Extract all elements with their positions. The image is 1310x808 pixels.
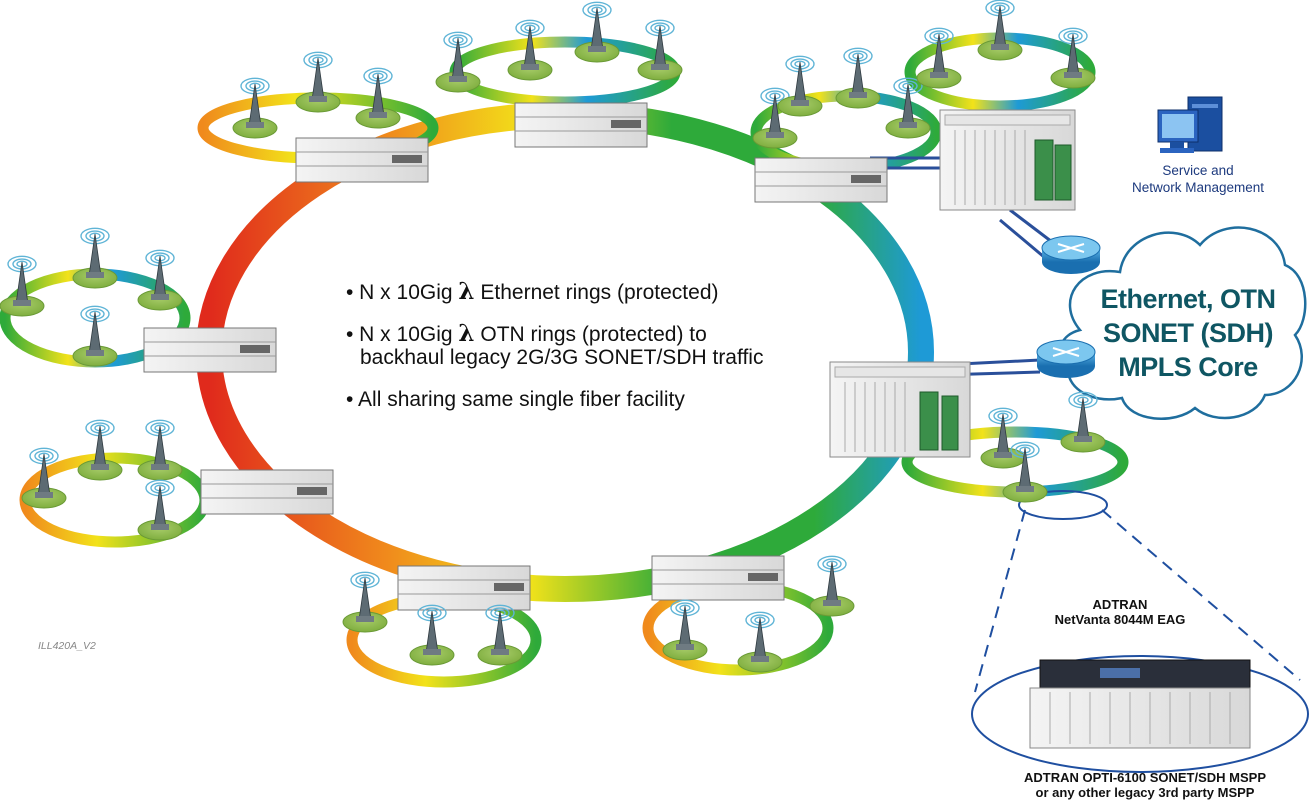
cell-tower-icon [232,77,278,139]
zoom-callout [971,490,1309,773]
cell-tower-icon [1002,441,1048,503]
cell-tower-icon [72,305,118,367]
eag-label: ADTRAN NetVanta 8044M EAG [1054,597,1186,627]
cell-tower-icon [137,479,183,541]
cell-tower-icon [72,227,118,289]
bullet-2-line2: backhaul legacy 2G/3G SONET/SDH traffic [360,346,764,369]
cell-towers [0,0,1106,673]
cell-tower-icon [980,407,1026,469]
cell-tower-icon [342,571,388,633]
cell-tower-icon [737,611,783,673]
bullet-3: • All sharing same single fiber facility [346,388,685,411]
cell-tower-icon [885,77,931,139]
core-label: Ethernet, OTN SONET (SDH) MPLS Core [1100,284,1276,382]
cell-tower-icon [295,51,341,113]
cell-tower-icon [977,0,1023,61]
core-cloud [1060,226,1307,420]
aggregation-switches [143,102,888,611]
cell-tower-icon [435,31,481,93]
cell-tower-icon [777,55,823,117]
cell-tower-icon [835,47,881,109]
cell-tower-icon [1060,391,1106,453]
management-label: Service and Network Management [1131,163,1265,195]
mspp-rack [939,109,1076,211]
mspp-label: ADTRAN OPTI-6100 SONET/SDH MSPP or any o… [1024,770,1266,800]
cell-tower-icon [752,87,798,149]
cell-tower-icon [137,419,183,481]
computer-icon [1157,96,1223,153]
bullet-1: • N x 10Gig λ Ethernet rings (protected) [346,278,719,305]
bullet-2: • N x 10Gig λ OTN rings (protected) to [346,320,707,347]
cell-tower-icon [77,419,123,481]
cell-tower-icon [916,27,962,89]
cell-tower-icon [0,255,45,317]
cell-tower-icon [21,447,67,509]
router-icon [1036,339,1096,378]
mspp-rack [829,361,971,458]
cell-tower-icon [809,555,855,617]
cell-tower-icon [137,249,183,311]
cell-tower-icon [662,599,708,661]
illustration-code: ILL420A_V2 [38,640,96,652]
cell-tower-icon [574,1,620,63]
cell-tower-icon [1050,27,1096,89]
zoomed-equipment [1029,659,1251,749]
cell-tower-icon [355,67,401,129]
cell-tower-icon [409,604,455,666]
cell-tower-icon [507,19,553,81]
cell-tower-icon [637,19,683,81]
lambda-symbol: λ [458,320,475,347]
lambda-symbol: λ [458,278,475,305]
router-icon [1041,235,1101,274]
cell-tower-icon [477,604,523,666]
